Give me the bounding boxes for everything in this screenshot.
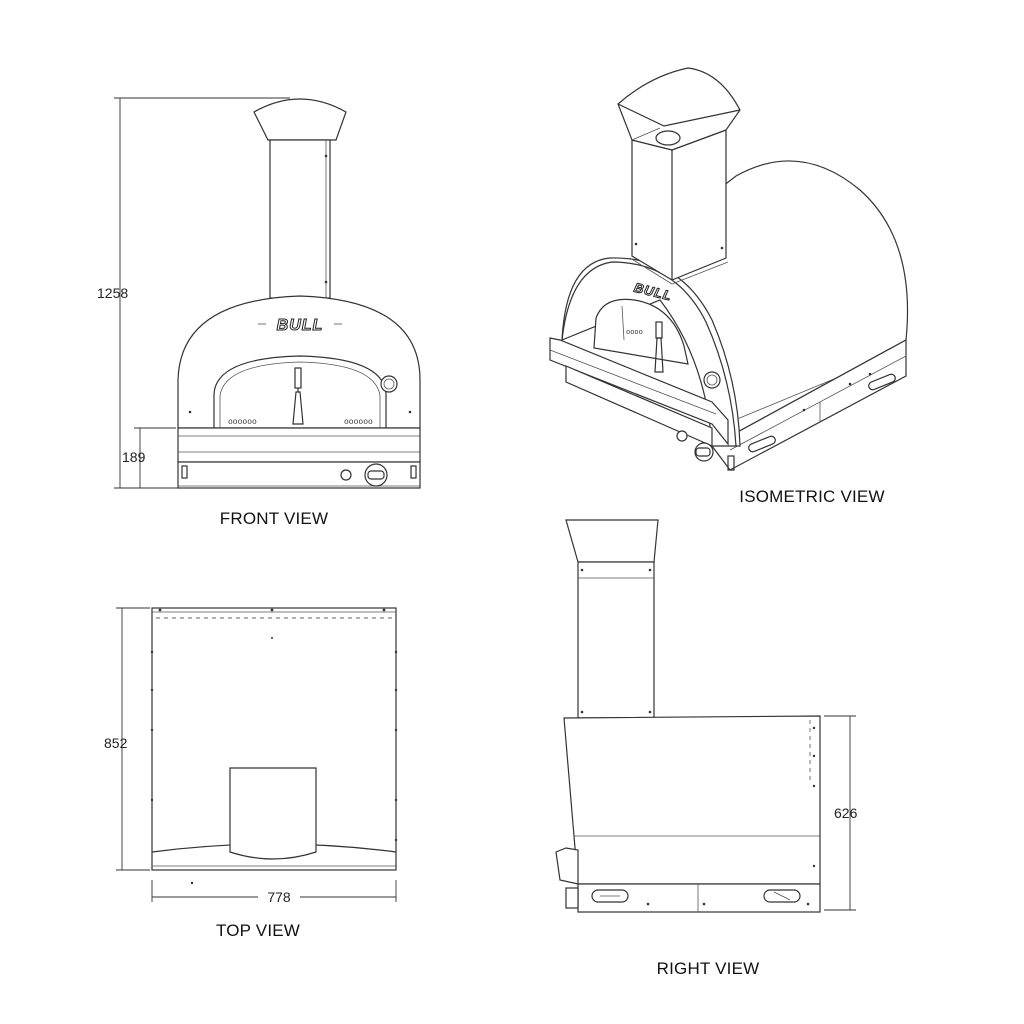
right-gas-knob: [565, 887, 579, 909]
front-burner-holes-right: oooooo: [344, 418, 373, 427]
right-height-label: 626: [834, 805, 858, 821]
right-view: 626 RIGHT VIEW: [555, 519, 858, 978]
iso-base-side: [711, 338, 907, 471]
front-burner-holes-left: oooooo: [228, 418, 257, 427]
iso-chimney: [631, 129, 727, 281]
top-chimney: [229, 767, 317, 860]
front-chimney: [269, 139, 331, 299]
front-view: 1258 189 BULL oooooo oooooo: [97, 97, 421, 528]
front-base-label: 189: [122, 449, 146, 465]
front-gas-knob: [364, 463, 388, 487]
right-body: [563, 715, 821, 885]
front-view-caption: FRONT VIEW: [220, 509, 328, 528]
front-base-dimension: 189: [122, 427, 176, 488]
isometric-view-caption: ISOMETRIC VIEW: [739, 487, 884, 506]
front-lip: [177, 427, 421, 463]
front-chimney-cap: [253, 98, 347, 141]
iso-burner-holes: oooo: [626, 329, 643, 337]
top-depth-dimension: 852: [104, 607, 150, 871]
right-front-lip: [555, 847, 579, 885]
iso-igniter-button: [676, 430, 688, 442]
right-chimney-cap: [565, 519, 659, 563]
isometric-view: BULL oooo ISOMETRIC VIEW: [549, 67, 909, 506]
front-igniter-button: [340, 469, 352, 481]
front-height-label: 1258: [97, 285, 128, 301]
right-chimney: [577, 561, 655, 719]
top-view: 852 778: [104, 607, 398, 940]
top-depth-label: 852: [104, 735, 128, 751]
top-view-caption: TOP VIEW: [216, 921, 300, 940]
top-width-dimension: 778: [151, 880, 397, 905]
iso-oven-opening: [593, 298, 689, 365]
front-brand-logo: BULL: [277, 317, 324, 334]
right-base-rail: [577, 883, 821, 913]
iso-dome-knob: [703, 371, 721, 389]
top-side-rivets: [150, 650, 398, 842]
front-dome-knob: [380, 375, 398, 393]
right-height-dimension: 626: [824, 715, 858, 911]
top-width-label: 778: [267, 889, 291, 905]
iso-front-base: [565, 365, 713, 447]
front-height-dimension: 1258: [97, 97, 290, 489]
right-view-caption: RIGHT VIEW: [657, 959, 760, 978]
